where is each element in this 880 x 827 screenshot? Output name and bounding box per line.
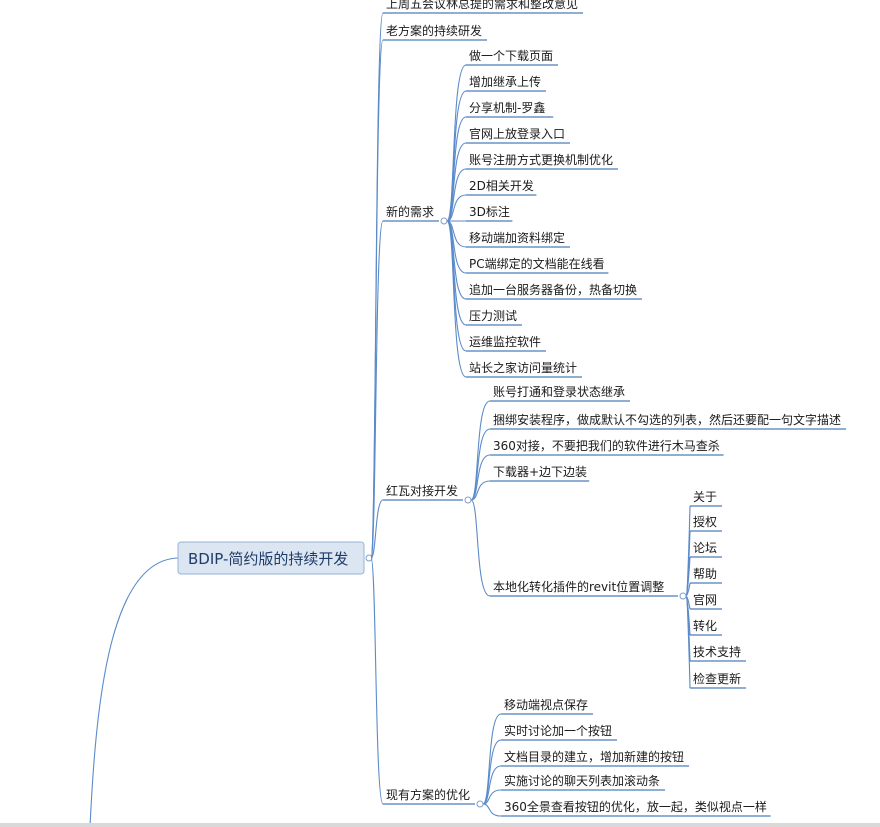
- revit-menu-item-3[interactable]: 论坛: [690, 541, 722, 558]
- branch-3-child-10-label: 追加一台服务器备份，热备切换: [469, 282, 637, 297]
- branch-node-4[interactable]: 红瓦对接开发: [383, 483, 463, 501]
- revit-menu-item-5-label: 官网: [693, 592, 717, 607]
- branch-3-child-13[interactable]: 站长之家访问量统计: [466, 360, 582, 378]
- root-node[interactable]: BDIP-简约版的持续开发: [177, 541, 365, 575]
- root-parent-connector: [89, 557, 179, 827]
- revit-menu-item-4-label: 帮助: [693, 567, 717, 581]
- branch-3-child-3[interactable]: 分享机制-罗鑫: [466, 100, 554, 118]
- connector-revit-item-8: [685, 595, 691, 689]
- connector-branch-3-child-5: [446, 168, 467, 222]
- branch-4-child-2[interactable]: 捆绑安装程序，做成默认不勾选的列表，然后还要配一句文字描述: [490, 412, 846, 430]
- branch-5-child-5[interactable]: 360全景查看按钮的优化，放一起，类似视点一样: [501, 799, 771, 817]
- branch-3-child-3-label: 分享机制-罗鑫: [469, 100, 545, 115]
- branch-5-child-4[interactable]: 实施讨论的聊天列表加滚动条: [501, 773, 665, 791]
- root-label: BDIP-简约版的持续开发: [188, 550, 348, 568]
- branch-5-child-1[interactable]: 移动端视点保存: [501, 697, 593, 715]
- connector-branch-3-child-11: [446, 220, 467, 326]
- branch-node-5[interactable]: 现有方案的优化: [383, 787, 475, 805]
- branch-node-3[interactable]: 新的需求: [383, 204, 439, 222]
- revit-menu-item-8-label: 检查更新: [693, 671, 741, 686]
- revit-menu-item-3-label: 论坛: [693, 541, 717, 555]
- branch-5-child-2[interactable]: 实时讨论加一个按钮: [501, 723, 617, 741]
- connector-branch-4-child-5: [470, 499, 491, 597]
- connector-branch-2: [370, 39, 384, 559]
- branch-3-child-6[interactable]: 2D相关开发: [466, 178, 537, 196]
- branch-5-child-1-label: 移动端视点保存: [504, 697, 588, 712]
- branch-3-child-12[interactable]: 运维监控软件: [466, 335, 546, 352]
- branch-3-collapse-toggle[interactable]: [440, 217, 448, 225]
- connector-branch-3-child-6: [446, 194, 467, 222]
- revit-menu-item-7[interactable]: 技术支持: [690, 644, 746, 662]
- branch-node-5-label: 现有方案的优化: [386, 787, 470, 802]
- connector-branch-4-child-4: [470, 480, 491, 501]
- branch-4-child-5-label: 本地化转化插件的revit位置调整: [493, 579, 664, 594]
- branch-4-child-5[interactable]: 本地化转化插件的revit位置调整: [490, 579, 678, 597]
- branch-node-1[interactable]: 上周五会议林总提的需求和整改意见: [383, 0, 583, 14]
- branch-4-child-4[interactable]: 下载器+边下边装: [490, 465, 590, 482]
- branch-4-child-4-label: 下载器+边下边装: [493, 465, 587, 479]
- revit-menu-item-1[interactable]: 关于: [690, 490, 722, 507]
- branch-3-child-1[interactable]: 做一个下载页面: [466, 48, 558, 66]
- branch-4-collapse-toggle[interactable]: [464, 496, 472, 504]
- branch-5-child-2-label: 实时讨论加一个按钮: [504, 723, 612, 738]
- branch-node-3-label: 新的需求: [386, 204, 434, 219]
- branch-3-child-6-label: 2D相关开发: [469, 178, 534, 193]
- branch-5-child-4-label: 实施讨论的聊天列表加滚动条: [504, 773, 660, 788]
- connector-branch-5-child-4: [482, 789, 502, 805]
- branch-3-child-10[interactable]: 追加一台服务器备份，热备切换: [466, 282, 642, 300]
- branch-3-child-7[interactable]: 3D标注: [466, 204, 513, 222]
- connector-branch-3-child-13: [446, 220, 467, 378]
- connector-branch-1: [370, 12, 384, 559]
- revit-menu-item-4[interactable]: 帮助: [690, 567, 722, 584]
- branch-3-child-11[interactable]: 压力测试: [466, 308, 522, 326]
- branch-3-child-2[interactable]: 增加继承上传: [466, 74, 546, 92]
- branch-4-child-3-label: 360对接，不要把我们的软件进行木马查杀: [493, 438, 720, 453]
- connector-branch-5-child-5: [482, 803, 502, 817]
- branch-4-child-5-collapse-toggle[interactable]: [679, 592, 687, 600]
- branch-3-child-4-label: 官网上放登录入口: [469, 126, 565, 141]
- revit-menu-item-8[interactable]: 检查更新: [690, 671, 746, 689]
- branch-3-child-13-label: 站长之家访问量统计: [469, 360, 577, 375]
- revit-menu-item-2-label: 授权: [693, 514, 717, 529]
- branch-3-child-7-label: 3D标注: [469, 204, 510, 219]
- branch-3-child-11-label: 压力测试: [469, 308, 517, 323]
- connector-branch-5: [370, 557, 384, 805]
- branch-node-2-label: 老方案的持续研发: [386, 23, 482, 38]
- revit-menu-item-7-label: 技术支持: [693, 644, 741, 659]
- branch-3-child-8-label: 移动端加资料绑定: [469, 230, 565, 245]
- connector-branch-4: [370, 499, 384, 559]
- branch-5-child-5-label: 360全景查看按钮的优化，放一起，类似视点一样: [504, 799, 767, 814]
- revit-menu-item-6[interactable]: 转化: [690, 618, 722, 636]
- horizontal-scrollbar[interactable]: [0, 823, 880, 827]
- branch-node-4-label: 红瓦对接开发: [386, 483, 458, 498]
- revit-menu-item-6-label: 转化: [693, 618, 717, 633]
- branch-node-2[interactable]: 老方案的持续研发: [383, 23, 487, 41]
- branch-4-child-1[interactable]: 账号打通和登录状态继承: [490, 384, 630, 402]
- branch-4-child-2-label: 捆绑安装程序，做成默认不勾选的列表，然后还要配一句文字描述: [493, 412, 841, 427]
- branch-3-child-12-label: 运维监控软件: [469, 335, 541, 349]
- branch-node-1-label: 上周五会议林总提的需求和整改意见: [386, 0, 578, 11]
- branch-5-child-3-label: 文档目录的建立，增加新建的按钮: [504, 749, 684, 764]
- revit-menu-item-1-label: 关于: [693, 490, 717, 504]
- revit-menu-item-2[interactable]: 授权: [690, 514, 722, 532]
- connector-branch-3: [370, 220, 384, 559]
- branch-3-child-9[interactable]: PC端绑定的文档能在线看: [466, 256, 609, 274]
- connector-branch-5-child-3: [482, 765, 502, 805]
- revit-menu-item-5[interactable]: 官网: [690, 592, 722, 610]
- branch-3-child-9-label: PC端绑定的文档能在线看: [469, 256, 605, 271]
- branch-5-child-3[interactable]: 文档目录的建立，增加新建的按钮: [501, 749, 689, 767]
- connector-branch-3-child-3: [446, 116, 467, 222]
- connector-branch-4-child-3: [470, 454, 491, 501]
- branch-3-child-1-label: 做一个下载页面: [469, 48, 553, 63]
- branch-5-collapse-toggle[interactable]: [476, 800, 484, 808]
- connector-revit-item-3: [685, 556, 691, 597]
- branch-3-child-2-label: 增加继承上传: [469, 74, 541, 89]
- branch-4-child-1-label: 账号打通和登录状态继承: [493, 384, 625, 399]
- branch-3-child-4[interactable]: 官网上放登录入口: [466, 126, 570, 144]
- branch-3-child-5[interactable]: 账号注册方式更换机制优化: [466, 152, 618, 170]
- branch-3-child-5-label: 账号注册方式更换机制优化: [469, 152, 613, 167]
- branch-3-child-8[interactable]: 移动端加资料绑定: [466, 230, 570, 248]
- branch-4-child-3[interactable]: 360对接，不要把我们的软件进行木马查杀: [490, 438, 724, 456]
